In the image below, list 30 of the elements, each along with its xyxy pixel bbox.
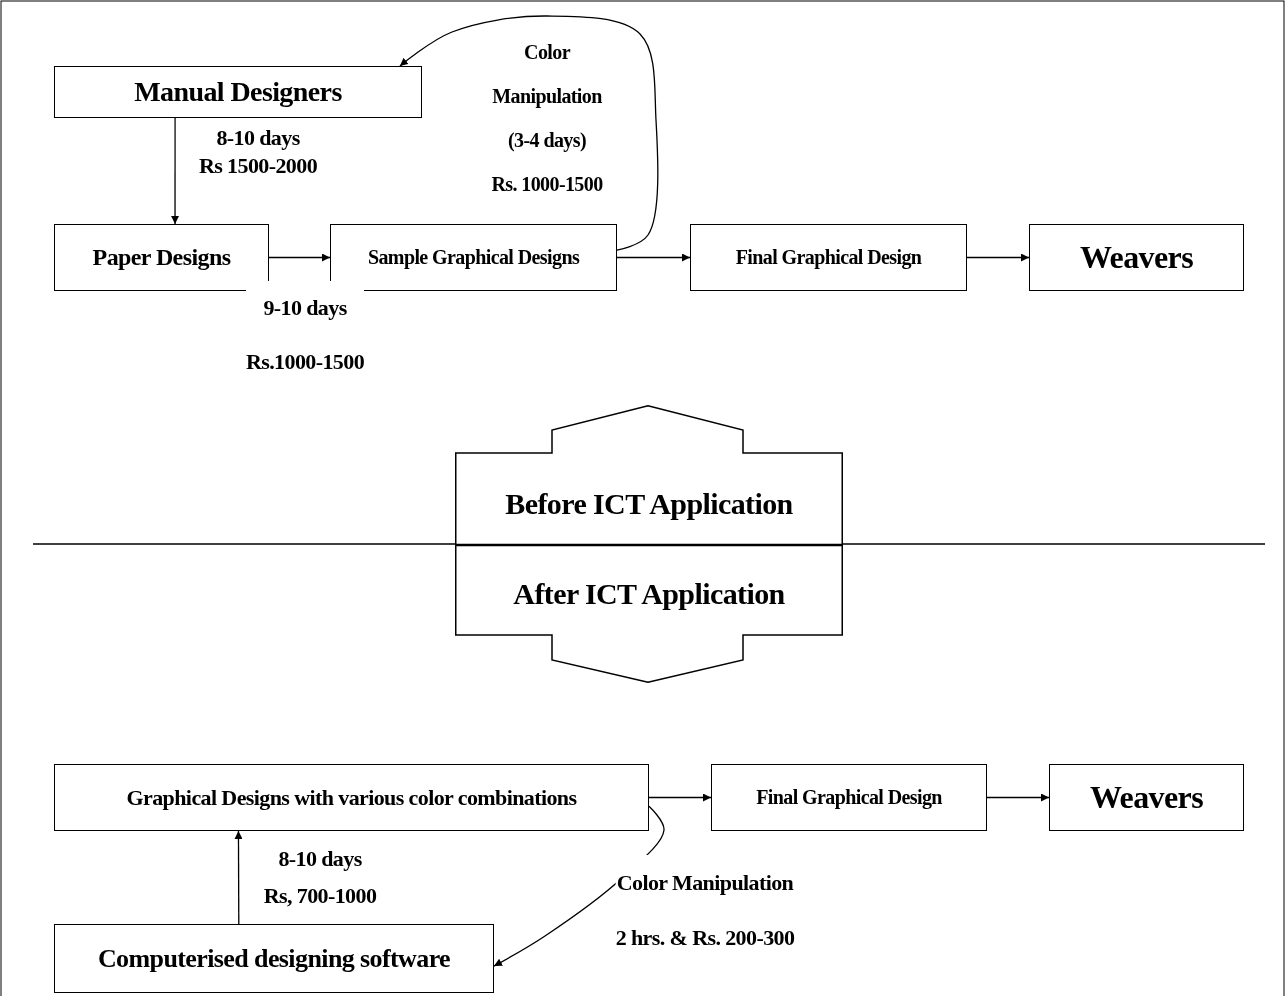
arrow bbox=[268, 253, 331, 262]
process-box bbox=[1029, 224, 1244, 291]
arrow bbox=[399, 15, 659, 251]
process-box bbox=[54, 924, 494, 993]
box-label: Final Graphical Design bbox=[756, 786, 942, 809]
process-box bbox=[330, 224, 617, 291]
arrow bbox=[616, 253, 691, 262]
arrow bbox=[234, 830, 243, 925]
box-label: Sample Graphical Designs bbox=[367, 246, 580, 269]
box-label: Manual Designers bbox=[134, 76, 342, 108]
box-label: After ICT Application bbox=[513, 577, 785, 611]
process-box bbox=[690, 224, 967, 291]
box-label: Weavers bbox=[1079, 239, 1194, 276]
box-label: Final Graphical Design bbox=[735, 246, 922, 269]
arrow bbox=[648, 793, 712, 802]
process-box bbox=[711, 764, 987, 831]
block-arrow bbox=[455, 545, 843, 683]
process-box bbox=[54, 224, 269, 291]
process-box bbox=[1049, 764, 1244, 831]
box-label: Paper Designs bbox=[92, 244, 231, 271]
box-label: Computerised designing software bbox=[97, 943, 451, 974]
arrow bbox=[171, 117, 180, 225]
box-label: Graphical Designs with various color combinations bbox=[126, 784, 577, 811]
box-label: Before ICT Application bbox=[505, 487, 793, 521]
block-arrow bbox=[455, 405, 843, 545]
arrow bbox=[966, 253, 1030, 262]
box-label: Weavers bbox=[1089, 779, 1204, 816]
process-box bbox=[54, 66, 422, 118]
process-box bbox=[54, 764, 649, 831]
arrow bbox=[986, 793, 1050, 802]
